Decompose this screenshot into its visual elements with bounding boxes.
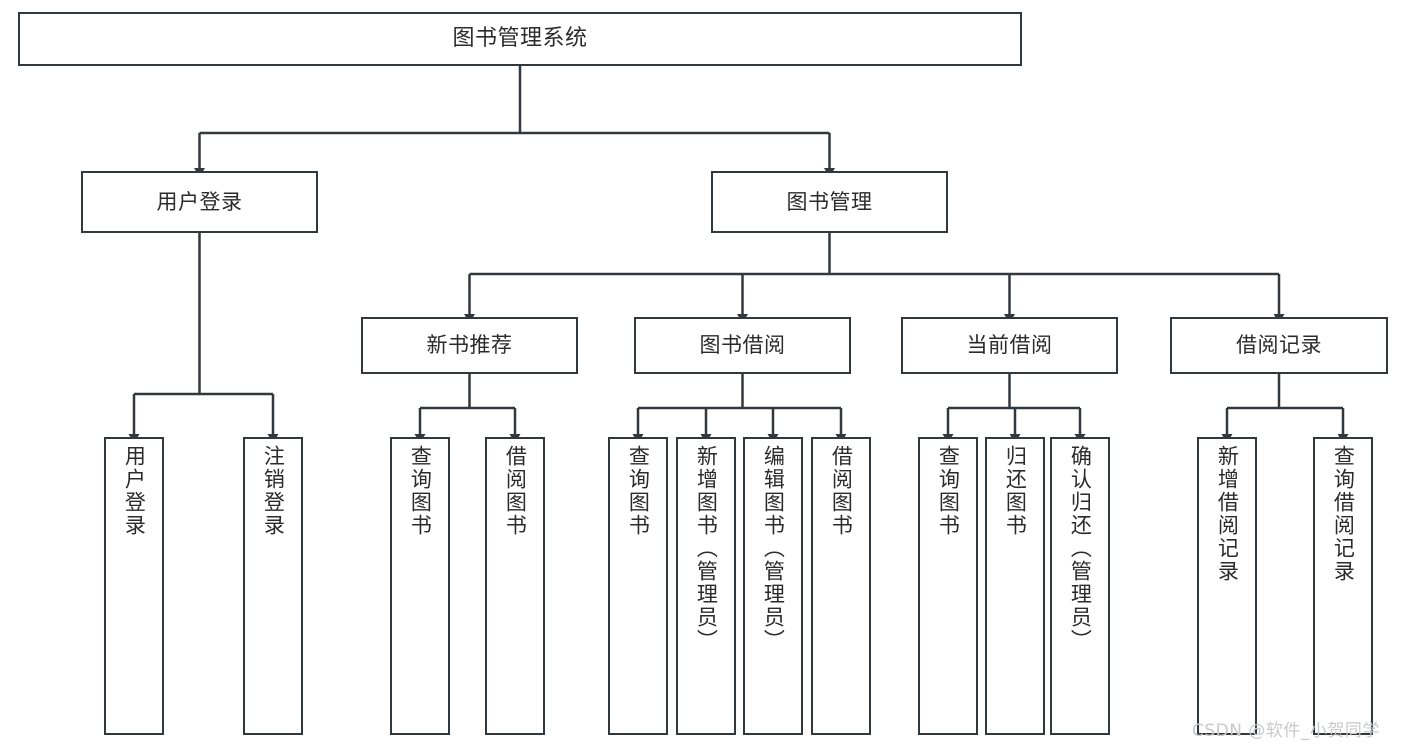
node-label: 借阅记录 (1236, 333, 1322, 358)
node-leaf-nbr-query[interactable]: 查询图书 (390, 437, 450, 735)
node-label: 新增图书（管理员） (694, 445, 719, 652)
node-book-borrow[interactable]: 图书借阅 (634, 317, 851, 374)
node-leaf-cb-return[interactable]: 归还图书 (985, 437, 1045, 735)
node-book-manage[interactable]: 图书管理 (711, 171, 948, 233)
node-label: 查询图书 (936, 445, 961, 537)
node-leaf-nbr-borrow[interactable]: 借阅图书 (485, 437, 545, 735)
node-label: 用户登录 (156, 189, 243, 214)
node-label: 确认归还（管理员） (1068, 445, 1093, 652)
node-root[interactable]: 图书管理系统 (18, 12, 1022, 66)
node-label: 借阅图书 (829, 445, 854, 537)
node-label: 图书借阅 (699, 333, 786, 358)
node-label: 查询图书 (626, 445, 651, 537)
node-label: 归还图书 (1003, 445, 1028, 537)
node-label: 查询借阅记录 (1331, 445, 1356, 583)
node-user-login[interactable]: 用户登录 (81, 171, 318, 233)
node-leaf-br-query[interactable]: 查询借阅记录 (1313, 437, 1373, 735)
node-leaf-logout[interactable]: 注销登录 (243, 437, 303, 735)
node-leaf-br-add[interactable]: 新增借阅记录 (1197, 437, 1257, 735)
node-leaf-bb-borrow[interactable]: 借阅图书 (811, 437, 871, 735)
node-label: 当前借阅 (966, 333, 1053, 358)
node-leaf-bb-add[interactable]: 新增图书（管理员） (676, 437, 736, 735)
node-leaf-user-login[interactable]: 用户登录 (104, 437, 164, 735)
node-label: 编辑图书（管理员） (761, 445, 786, 652)
node-new-book-rec[interactable]: 新书推荐 (361, 317, 578, 374)
node-label: 借阅图书 (503, 445, 528, 537)
node-current-borrow[interactable]: 当前借阅 (901, 317, 1118, 374)
node-label: 图书管理 (786, 189, 873, 214)
node-label: 查询图书 (408, 445, 433, 537)
node-leaf-bb-edit[interactable]: 编辑图书（管理员） (743, 437, 803, 735)
node-borrow-record[interactable]: 借阅记录 (1170, 317, 1388, 374)
watermark: CSDN @软件_小贺同学 (1192, 721, 1380, 741)
node-leaf-bb-query[interactable]: 查询图书 (608, 437, 668, 735)
node-label: 新增借阅记录 (1215, 445, 1240, 583)
node-label: 新书推荐 (426, 333, 513, 358)
node-label: 图书管理系统 (452, 26, 588, 52)
node-label: 注销登录 (261, 445, 286, 537)
edge-paths (128, 66, 1349, 443)
node-label: 用户登录 (122, 445, 147, 537)
node-leaf-cb-confirm[interactable]: 确认归还（管理员） (1050, 437, 1110, 735)
node-leaf-cb-query[interactable]: 查询图书 (918, 437, 978, 735)
